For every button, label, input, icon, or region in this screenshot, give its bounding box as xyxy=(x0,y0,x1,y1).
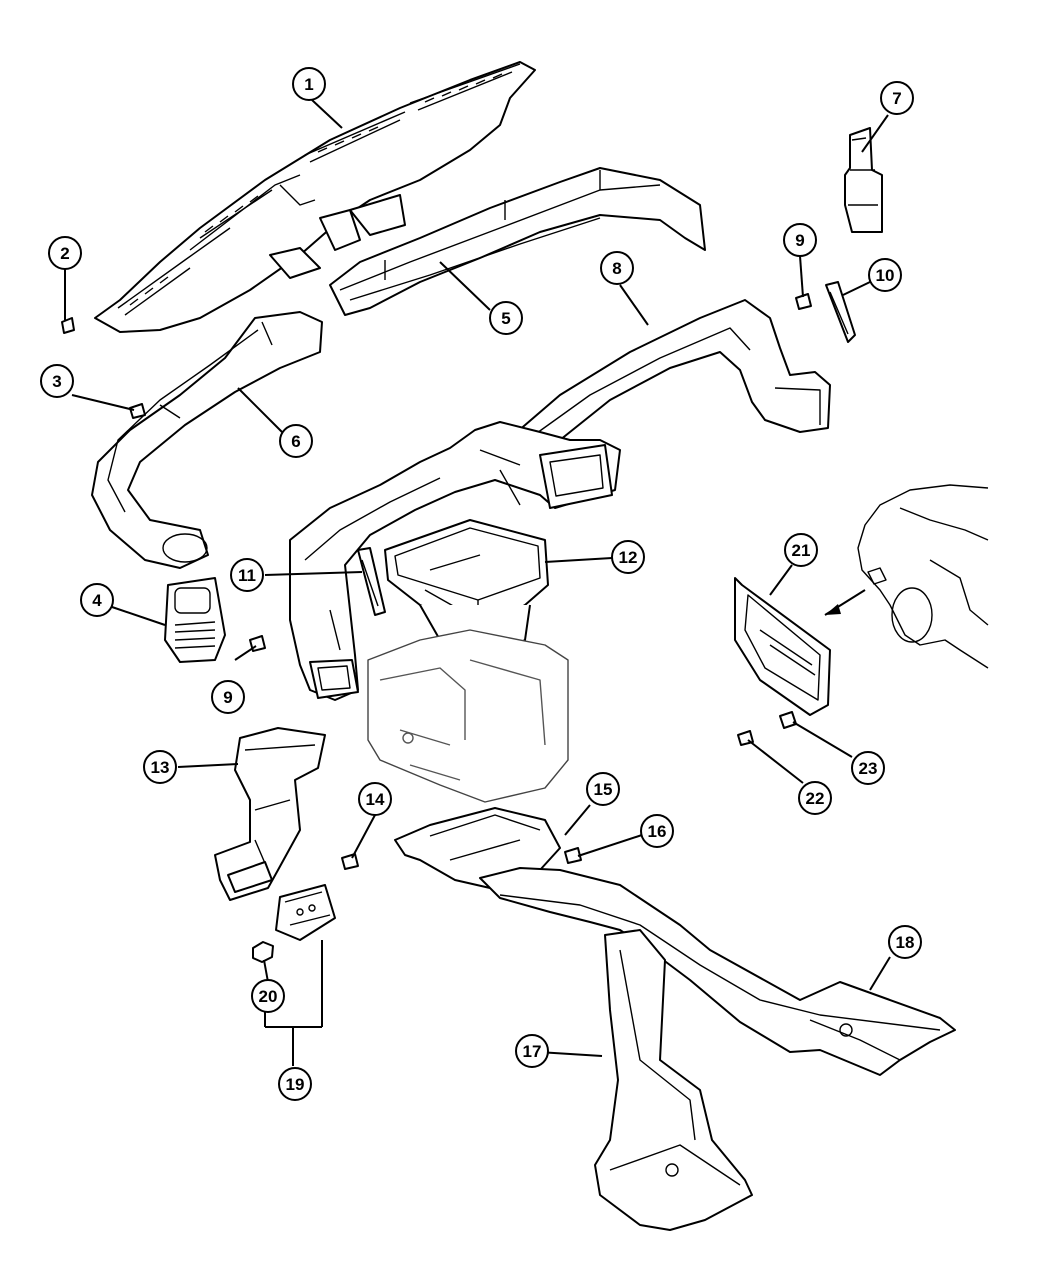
callout-23: 23 xyxy=(851,751,885,785)
center-duct-part xyxy=(329,167,706,316)
callout-label: 9 xyxy=(223,688,232,707)
callout-label: 11 xyxy=(238,566,256,585)
callout-1: 1 xyxy=(292,67,326,101)
callout-4: 4 xyxy=(80,583,114,617)
register-part-4 xyxy=(164,577,226,663)
callout-label: 5 xyxy=(501,309,510,328)
callout-label: 17 xyxy=(523,1042,542,1061)
callout-label: 14 xyxy=(366,790,385,809)
callout-20: 20 xyxy=(251,979,285,1013)
vehicle-outline xyxy=(857,484,989,669)
callout-6: 6 xyxy=(279,424,313,458)
floor-duct-assembly xyxy=(394,807,956,1231)
callout-10: 10 xyxy=(868,258,902,292)
callout-label: 21 xyxy=(792,541,811,560)
callout-18: 18 xyxy=(888,925,922,959)
part-10-bracket xyxy=(825,281,856,343)
callout-9-upper: 9 xyxy=(783,223,817,257)
vent-panel-part-21 xyxy=(734,577,831,716)
callout-label: 10 xyxy=(876,266,895,285)
callout-17: 17 xyxy=(515,1034,549,1068)
callout-14: 14 xyxy=(358,782,392,816)
direction-arrow-head xyxy=(825,604,841,615)
defroster-duct-part xyxy=(94,61,536,333)
main-plenum-duct-part xyxy=(289,421,621,701)
screw-part-14 xyxy=(341,853,359,870)
callout-15: 15 xyxy=(586,772,620,806)
callout-12: 12 xyxy=(611,540,645,574)
callout-label: 19 xyxy=(286,1075,305,1094)
callout-label: 1 xyxy=(304,75,313,94)
callout-19: 19 xyxy=(278,1067,312,1101)
callout-22: 22 xyxy=(798,781,832,815)
leader-lines xyxy=(64,99,891,1066)
right-duct-part xyxy=(509,299,831,461)
callout-label: 15 xyxy=(594,780,613,799)
callout-label: 9 xyxy=(795,231,804,250)
callout-11: 11 xyxy=(230,558,264,592)
callout-13: 13 xyxy=(143,750,177,784)
callout-label: 13 xyxy=(151,758,170,777)
callout-label: 23 xyxy=(859,759,878,778)
callout-label: 4 xyxy=(92,591,102,610)
lower-left-duct-part xyxy=(214,727,326,901)
register-part-19 xyxy=(275,884,336,941)
callout-9-lower: 9 xyxy=(211,680,245,714)
callout-label: 8 xyxy=(612,259,621,278)
screw-part-9-upper xyxy=(795,293,812,310)
knob-part-20 xyxy=(252,941,274,963)
screw-part-16 xyxy=(564,847,582,864)
clip-part-23 xyxy=(779,711,797,729)
callout-21: 21 xyxy=(784,533,818,567)
screw-part-3 xyxy=(129,403,146,419)
callout-label: 20 xyxy=(259,987,278,1006)
hvac-housing-part xyxy=(367,629,569,803)
callout-label: 7 xyxy=(892,89,901,108)
callout-5: 5 xyxy=(489,301,523,335)
callout-label: 3 xyxy=(52,372,61,391)
callout-label: 18 xyxy=(896,933,915,952)
callout-8: 8 xyxy=(600,251,634,285)
callout-3: 3 xyxy=(40,364,74,398)
screw-part-2 xyxy=(61,317,75,334)
callout-label: 2 xyxy=(60,244,69,263)
callout-label: 16 xyxy=(648,822,667,841)
callout-label: 12 xyxy=(619,548,638,567)
part-7-bracket xyxy=(844,127,883,233)
callout-2: 2 xyxy=(48,236,82,270)
fasteners xyxy=(61,293,812,870)
callout-label: 6 xyxy=(291,432,300,451)
callout-7: 7 xyxy=(880,81,914,115)
callout-16: 16 xyxy=(640,814,674,848)
left-duct-part xyxy=(91,311,323,569)
callout-label: 22 xyxy=(806,789,825,808)
part-11-clip xyxy=(357,547,386,616)
